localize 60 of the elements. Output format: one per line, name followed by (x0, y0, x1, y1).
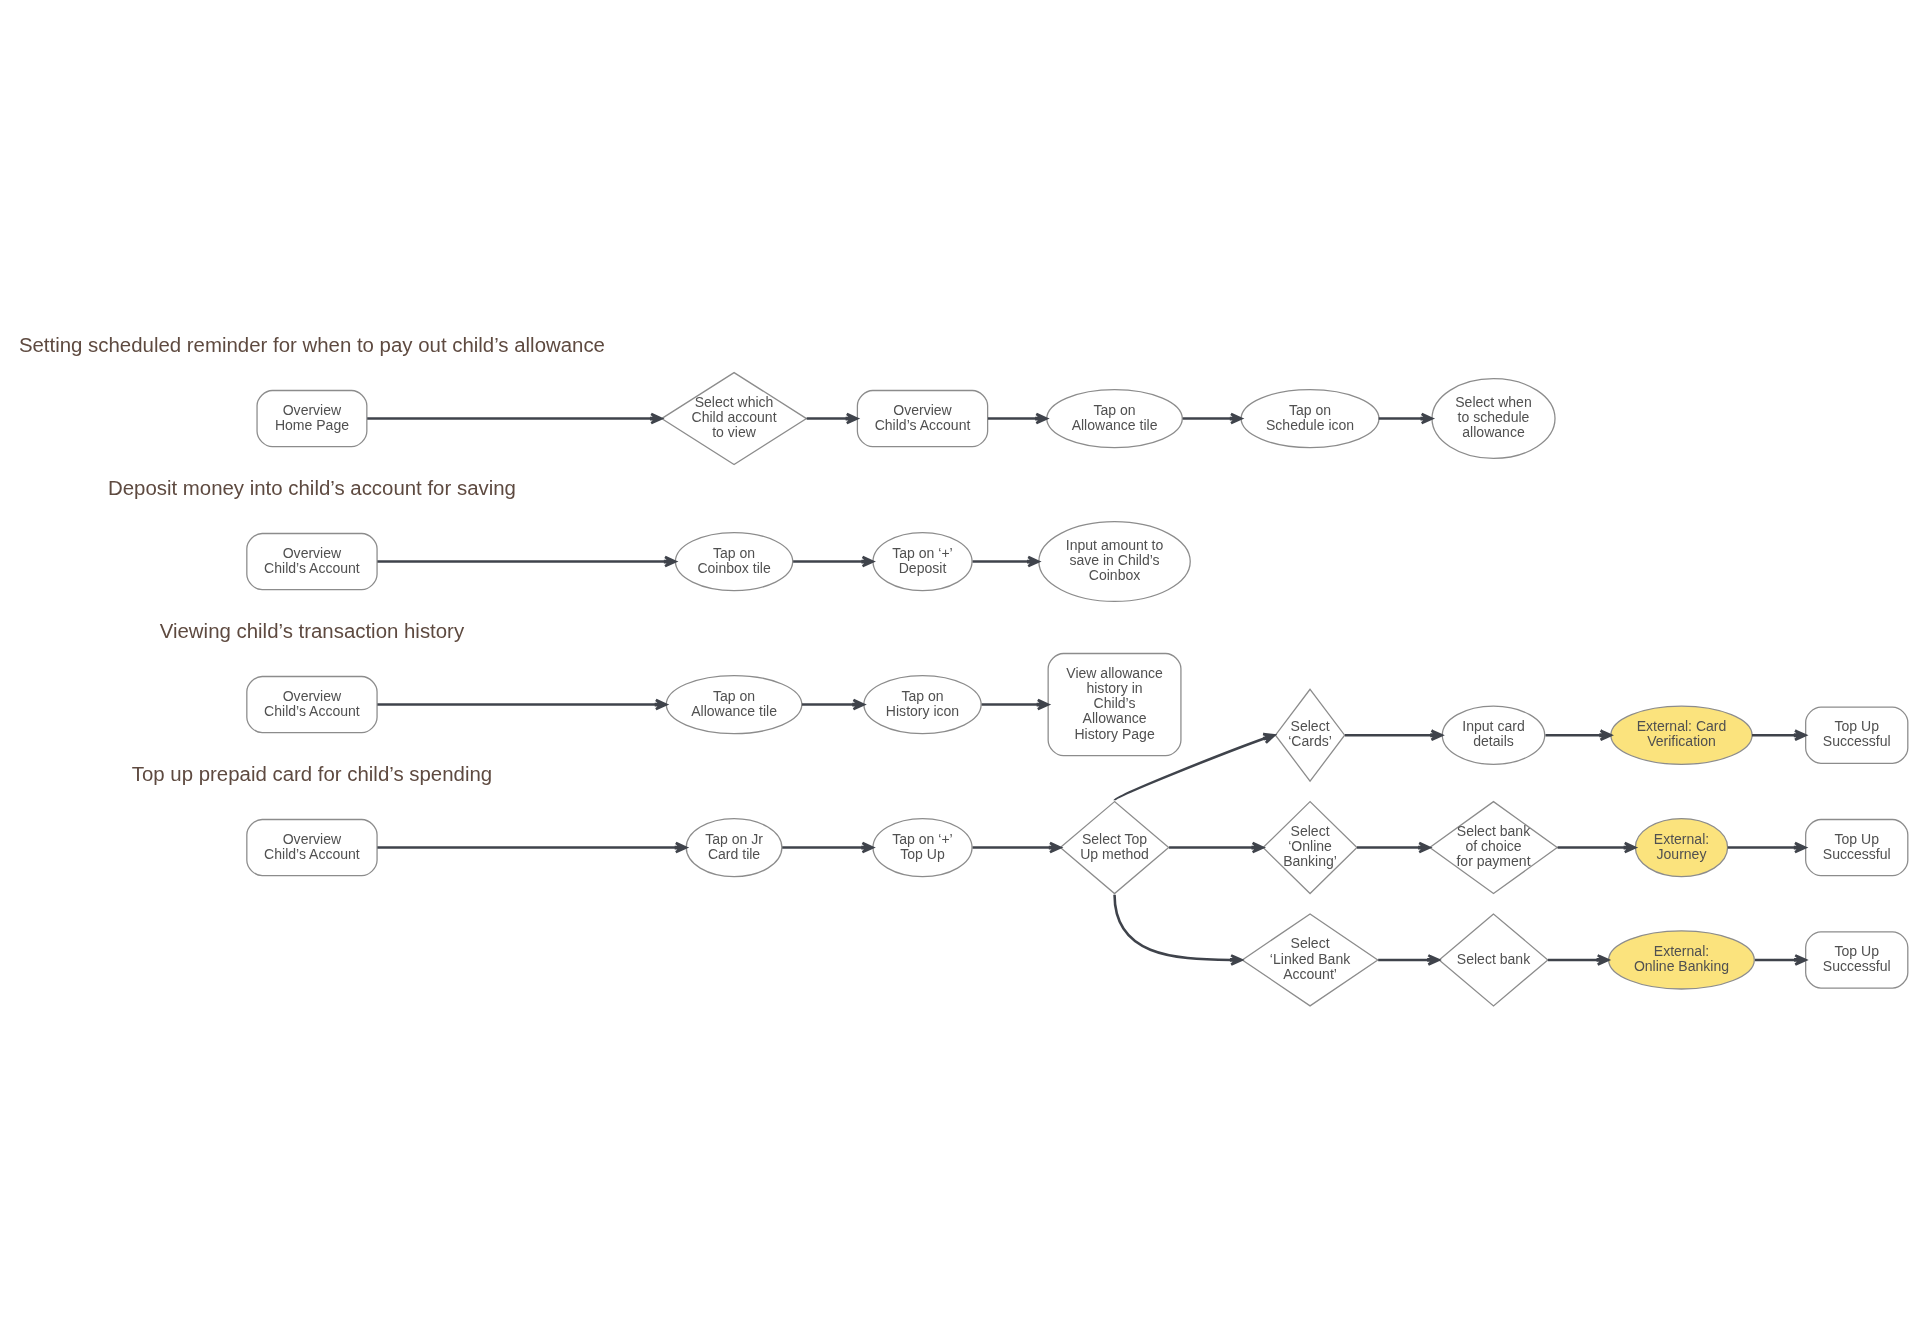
arrow (1344, 729, 1443, 742)
node-box: Top Up Successful (1805, 818, 1909, 877)
arrow (1557, 841, 1637, 854)
arrow (801, 698, 865, 711)
arrow (782, 841, 874, 854)
arrow (1755, 954, 1807, 966)
arrow (377, 841, 688, 854)
node-diamond: Select Top Up method (1059, 800, 1170, 895)
arrow (1113, 732, 1276, 802)
arrow (1752, 729, 1807, 742)
arrow (972, 555, 1040, 568)
node-box: Overview Child’s Account (246, 675, 378, 734)
node-diamond: Select which Child account to view (660, 371, 808, 466)
arrow (1378, 954, 1440, 966)
node-ellipse: External: Journey (1634, 817, 1729, 878)
node-diamond: Select ‘Online Banking’ (1262, 800, 1358, 895)
node-box: Top Up Successful (1805, 706, 1909, 764)
node-box: Overview Child’s Account (856, 389, 989, 448)
node-box: Top Up Successful (1805, 931, 1909, 989)
node-ellipse: Tap on ‘+’ Deposit (872, 531, 973, 592)
arrow (367, 412, 663, 425)
node-ellipse: External: Online Banking (1608, 930, 1755, 990)
arrow (987, 412, 1048, 425)
arrow (806, 412, 859, 425)
node-box: Overview Child’s Account (246, 818, 378, 877)
label: Viewing child’s transaction history (159, 619, 465, 642)
arrow (1547, 954, 1610, 966)
node-ellipse: Tap on Jr Card tile (685, 817, 783, 878)
arrow (793, 555, 875, 568)
arrow (1169, 841, 1265, 854)
node-ellipse: External: Card Verification (1610, 705, 1753, 765)
node-box: Overview Child’s Account (246, 532, 378, 591)
node-diamond: Select ‘Cards’ (1274, 688, 1346, 783)
node-ellipse: Tap on Coinbox tile (674, 531, 794, 592)
node-box: View allowance history in Child’s Allowance History Page (1047, 652, 1182, 757)
node-diamond: Select ‘Linked Bank Account’ (1241, 913, 1379, 1007)
node-ellipse: Input card details (1441, 705, 1546, 765)
label: Setting scheduled reminder for when to pay out child’s allowance (18, 333, 605, 356)
node-ellipse: Tap on Allowance tile (1046, 388, 1183, 449)
arrow (1357, 841, 1431, 854)
arrow (1378, 412, 1434, 425)
arrow (1727, 841, 1807, 854)
node-ellipse: Tap on Schedule icon (1240, 388, 1380, 449)
node-ellipse: Tap on Allowance tile (665, 674, 803, 735)
node-ellipse: Select when to schedule allowance (1431, 378, 1556, 460)
node-ellipse: Tap on ‘+’ Top Up (872, 817, 973, 878)
label: Top up prepaid card for child’s spending (131, 762, 493, 785)
node-diamond: Select bank (1438, 913, 1549, 1007)
arrow (1113, 894, 1243, 966)
arrow (972, 841, 1062, 854)
arrow (377, 555, 677, 568)
node-box: Overview Home Page (256, 389, 368, 448)
arrow (1182, 412, 1243, 425)
node-ellipse: Input amount to save in Child’s Coinbox (1038, 521, 1191, 603)
arrow (981, 698, 1050, 711)
arrow (1545, 729, 1613, 742)
node-ellipse: Tap on History icon (863, 674, 982, 735)
node-diamond: Select bank of choice for payment (1428, 800, 1559, 895)
label: Deposit money into child’s account for saving (107, 476, 516, 499)
arrow (377, 698, 668, 711)
